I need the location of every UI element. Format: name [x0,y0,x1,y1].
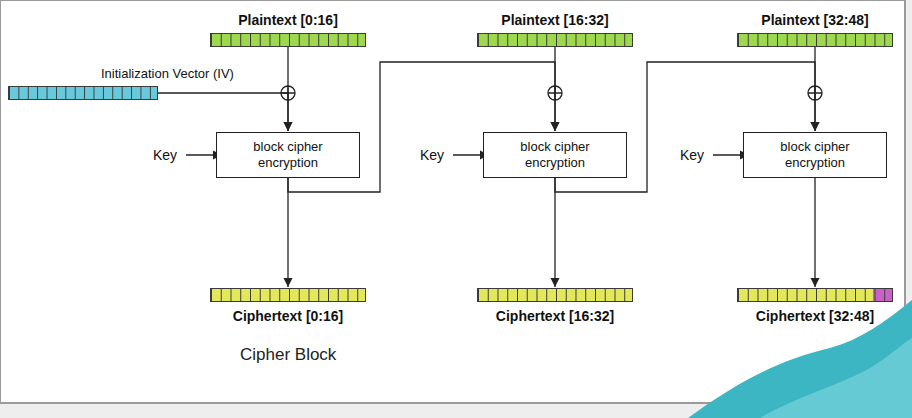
key-label: Key [420,147,444,163]
plaintext-block: Plaintext [32:48] [737,33,893,47]
plaintext-block: Plaintext [0:16] [210,33,366,47]
block-heading: Ciphertext [0:16] [233,308,343,324]
block-heading: Ciphertext [16:32] [496,308,614,324]
ciphertext-block: Ciphertext [0:16] [210,288,366,302]
plaintext-block: Plaintext [16:32] [477,33,633,47]
cipher-box: block cipher encryption [216,132,360,178]
flow-arrow [287,47,288,131]
ciphertext-block: Ciphertext [32:48] [737,288,893,302]
block-heading: Plaintext [0:16] [238,12,338,28]
cipher-box: block cipher encryption [743,132,887,178]
box-label: block cipher encryption [217,139,359,171]
flow-arrow [287,178,288,287]
ciphertext-block: Ciphertext [16:32] [477,288,633,302]
flow-arrow [158,93,288,131]
corner-decoration [688,300,912,418]
box-label: block cipher encryption [484,139,626,171]
corner-decoration [760,338,912,418]
block-heading: Plaintext [16:32] [501,12,608,28]
xor-symbols [281,86,822,100]
caption: Cipher Block [240,345,336,365]
flow-arrow [554,178,555,287]
frame [0,0,905,403]
key-label: Key [680,147,704,163]
block-heading: Initialization Vector (IV) [101,66,234,82]
box-label: block cipher encryption [744,139,886,171]
cipher-box: block cipher encryption [483,132,627,178]
iv-block: Initialization Vector (IV) [8,86,158,100]
block-heading: Ciphertext [32:48] [756,308,874,324]
key-label: Key [153,147,177,163]
block-heading: Plaintext [32:48] [761,12,868,28]
flow-arrow [814,178,815,287]
